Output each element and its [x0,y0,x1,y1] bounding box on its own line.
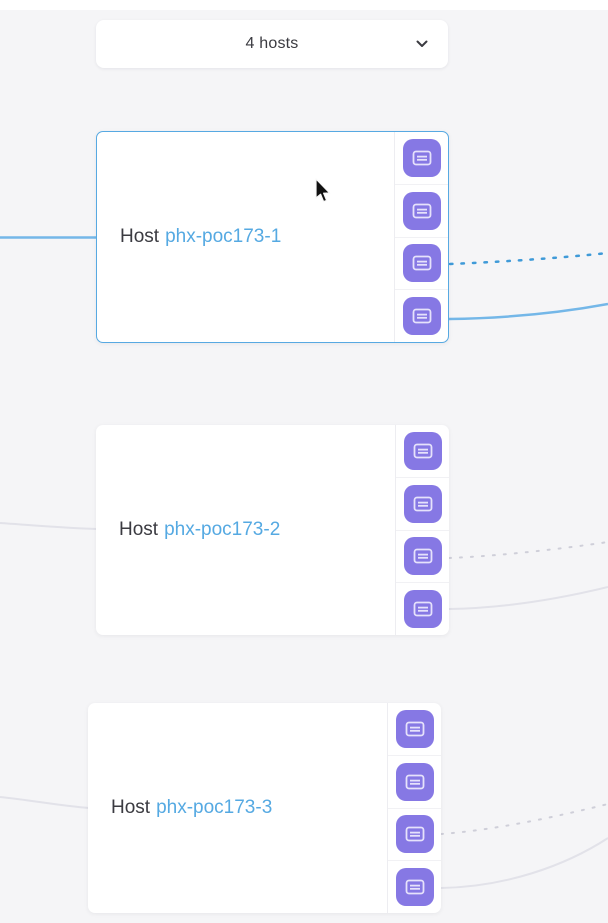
edge-gray-dotted-right-3 [440,803,608,835]
host-prefix: Host [111,797,151,818]
console-button[interactable] [395,762,434,801]
console-button-cell [395,238,448,291]
console-button-cell [395,132,448,185]
console-button[interactable] [403,484,442,523]
host-card-label: Host phx-poc173-1 [97,132,394,342]
console-button-cell [396,531,449,584]
console-panel-icon [405,774,424,790]
host-name-link[interactable]: phx-poc173-1 [165,226,282,247]
edge-blue-dotted-right [448,251,608,266]
console-panel-icon [412,150,431,166]
console-panel-icon [413,548,432,564]
console-panel-icon [412,203,431,219]
console-button-column [387,703,441,913]
host-name-link[interactable]: phx-poc173-3 [156,797,273,818]
console-button-cell [388,809,441,862]
host-card-phx-poc173-3[interactable]: Host phx-poc173-3 [88,703,441,913]
host-prefix: Host [119,519,159,540]
console-panel-icon [405,826,424,842]
console-button-cell [388,703,441,756]
console-button-cell [396,478,449,531]
edge-gray-dotted-right-2 [448,541,608,559]
console-button-cell [395,185,448,238]
host-name-link[interactable]: phx-poc173-2 [164,519,281,540]
console-button-cell [396,583,449,635]
console-button-cell [388,861,441,913]
console-panel-icon [413,496,432,512]
console-panel-icon [412,255,431,271]
edge-gray-left-3 [0,796,90,809]
console-panel-icon [413,443,432,459]
host-card-phx-poc173-1[interactable]: Host phx-poc173-1 [96,131,449,343]
console-button-column [395,425,449,635]
console-button-column [394,132,448,342]
console-button[interactable] [395,868,434,907]
console-button-cell [396,425,449,478]
console-panel-icon [413,601,432,617]
console-button[interactable] [403,537,442,576]
host-card-label: Host phx-poc173-2 [96,425,395,635]
console-button-cell [395,290,448,342]
host-card-label: Host phx-poc173-3 [88,703,387,913]
edge-gray-solid-right-2 [448,586,608,610]
console-button[interactable] [395,709,434,748]
edge-gray-solid-right-3 [440,837,608,889]
console-button[interactable] [402,297,441,336]
console-panel-icon [405,879,424,895]
edge-gray-left-2 [0,522,98,530]
top-strip [0,0,608,10]
console-panel-icon [412,308,431,324]
chevron-down-icon [416,40,428,47]
console-button[interactable] [403,590,442,629]
hosts-count-label: 4 hosts [245,35,299,52]
console-button[interactable] [402,244,441,283]
console-button[interactable] [402,138,441,177]
host-card-phx-poc173-2[interactable]: Host phx-poc173-2 [96,425,449,635]
console-button-cell [388,756,441,809]
hosts-count-dropdown[interactable]: 4 hosts [96,20,448,68]
edge-blue-solid-right [448,302,608,321]
console-button[interactable] [403,431,442,470]
console-button[interactable] [402,191,441,230]
console-button[interactable] [395,815,434,854]
console-panel-icon [405,721,424,737]
host-prefix: Host [120,226,160,247]
